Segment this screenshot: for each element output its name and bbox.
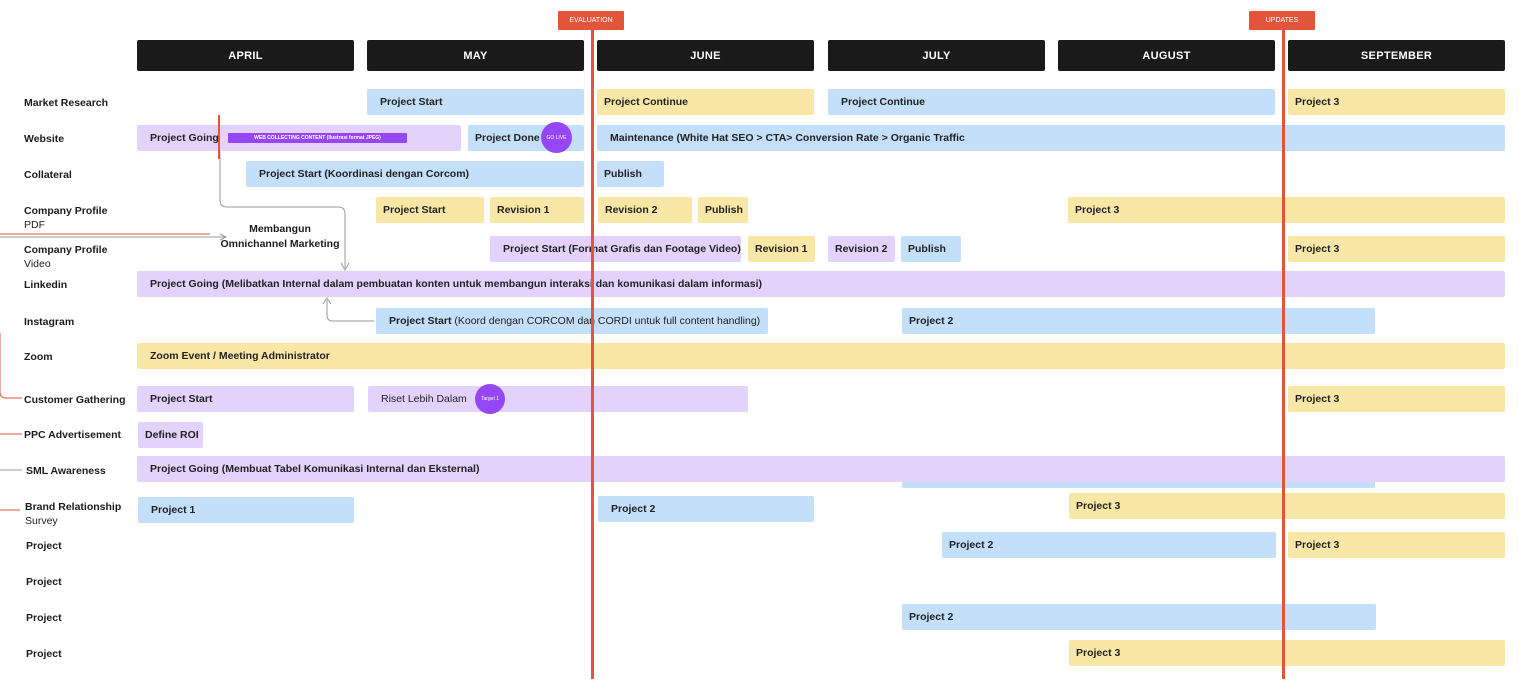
bar-cp-pdf-revision-1[interactable]: Revision 1: [490, 197, 584, 223]
row-label-project-2: Project: [26, 576, 62, 588]
row-label-market-research: Market Research: [24, 97, 109, 109]
bar-sml-project-going[interactable]: Project Going (Membuat Tabel Komunikasi …: [137, 456, 1505, 482]
bar-linkedin-project-going[interactable]: Project Going (Melibatkan Internal dalam…: [137, 271, 1505, 297]
bar-market-research-project-continue-2[interactable]: Project Continue: [828, 89, 1275, 115]
row-label-website: Website: [24, 133, 65, 145]
note-line-1: Membangun: [249, 223, 311, 235]
bar-cp-video-project-3[interactable]: Project 3: [1288, 236, 1505, 262]
month-september: SEPTEMBER: [1288, 40, 1505, 71]
bar-brand-project-3[interactable]: Project 3: [1069, 493, 1505, 519]
bar-cp-pdf-project-start[interactable]: Project Start: [376, 197, 484, 223]
bar-cp-pdf-revision-2[interactable]: Revision 2: [598, 197, 692, 223]
bar-cp-video-revision-2[interactable]: Revision 2: [828, 236, 895, 262]
bar-market-research-project-start[interactable]: Project Start: [367, 89, 584, 115]
bar-customer-gathering-project-3[interactable]: Project 3: [1288, 386, 1505, 412]
bar-project-c-project-2[interactable]: Project 2: [902, 604, 1376, 630]
bar-cp-pdf-publish[interactable]: Publish: [698, 197, 748, 223]
bar-brand-project-2[interactable]: Project 2: [598, 496, 814, 522]
bar-collateral-project-start[interactable]: Project Start (Koordinasi dengan Corcom): [246, 161, 584, 187]
note-line-2: Omnichannel Marketing: [220, 238, 340, 250]
row-label-project-4: Project: [26, 648, 62, 660]
bar-instagram-project-start[interactable]: Project Start (Koord dengan CORCOM dan C…: [376, 308, 768, 334]
omnichannel-note: Membangun Omnichannel Marketing: [218, 222, 342, 252]
bar-market-research-project-continue-1[interactable]: Project Continue: [597, 89, 814, 115]
bar-cp-video-publish[interactable]: Publish: [901, 236, 961, 262]
row-label-zoom: Zoom: [24, 351, 53, 363]
updates-line: [1282, 28, 1285, 679]
row-label-collateral: Collateral: [24, 169, 72, 181]
bar-project-d-project-3[interactable]: Project 3: [1069, 640, 1505, 666]
updates-marker[interactable]: UPDATES: [1249, 11, 1315, 30]
target-dot: Target 1: [475, 384, 505, 414]
bar-website-maintenance[interactable]: Maintenance (White Hat SEO > CTA> Conver…: [597, 125, 1505, 151]
month-june: JUNE: [597, 40, 814, 71]
bar-customer-gathering-project-start[interactable]: Project Start: [137, 386, 354, 412]
bar-collateral-publish[interactable]: Publish: [597, 161, 664, 187]
month-july: JULY: [828, 40, 1045, 71]
bar-brand-project-1[interactable]: Project 1: [138, 497, 354, 523]
row-label-ppc-advertisement: PPC Advertisement: [24, 429, 122, 441]
row-label-project-1: Project: [26, 540, 62, 552]
bar-market-research-project-3[interactable]: Project 3: [1288, 89, 1505, 115]
bar-instagram-project-2[interactable]: Project 2: [902, 308, 1375, 334]
month-april: APRIL: [137, 40, 354, 71]
bar-project-a-project-3[interactable]: Project 3: [1288, 532, 1505, 558]
bar-cp-video-revision-1[interactable]: Revision 1: [748, 236, 815, 262]
evaluation-marker[interactable]: EVALUATION: [558, 11, 624, 30]
row-label-project-3: Project: [26, 612, 62, 624]
bar-cp-pdf-project-3[interactable]: Project 3: [1068, 197, 1505, 223]
row-label-customer-gathering: Customer Gathering: [24, 394, 126, 406]
bar-customer-gathering-riset[interactable]: Riset Lebih Dalam: [368, 386, 748, 412]
go-live-dot: GO LIVE: [541, 122, 572, 153]
evaluation-line: [591, 28, 594, 679]
bar-cp-video-project-start[interactable]: Project Start (Format Grafis dan Footage…: [490, 236, 741, 262]
web-collecting-tag: WEB COLLECTING CONTENT (Ilustrasi format…: [228, 133, 407, 143]
row-label-instagram: Instagram: [24, 316, 75, 328]
month-may: MAY: [367, 40, 584, 71]
bar-ppc-define-roi[interactable]: Define ROI: [138, 422, 203, 448]
month-august: AUGUST: [1058, 40, 1275, 71]
bar-zoom-event[interactable]: Zoom Event / Meeting Administrator: [137, 343, 1505, 369]
row-label-linkedin: Linkedin: [24, 279, 68, 291]
bar-project-a-project-2[interactable]: Project 2: [942, 532, 1276, 558]
row-label-sml-awareness: SML Awareness: [26, 465, 106, 477]
website-accent-line: [218, 115, 220, 159]
